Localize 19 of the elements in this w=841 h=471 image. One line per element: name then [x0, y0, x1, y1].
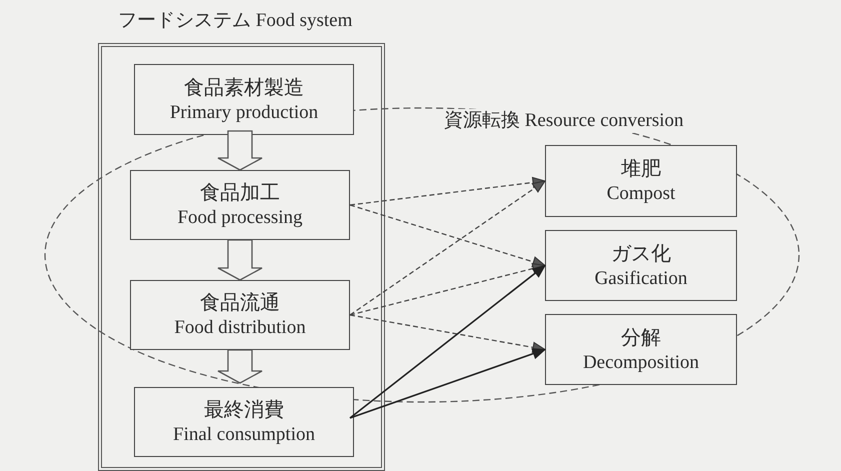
group-title: フードシステム Food system	[118, 9, 352, 33]
dashed-arrow	[350, 314, 546, 353]
dashed-arrow	[350, 180, 546, 316]
process-box: 最終消費 Final consumption	[134, 387, 354, 457]
dashed-arrow	[350, 177, 546, 206]
hollow-arrow	[217, 349, 263, 384]
process-box: 食品素材製造 Primary production	[134, 64, 354, 135]
process-box: 食品流通 Food distribution	[130, 280, 350, 350]
hollow-arrow	[217, 130, 263, 171]
process-box: 分解 Decomposition	[545, 314, 737, 385]
hollow-arrow	[217, 239, 263, 281]
process-box: 食品加工 Food processing	[130, 170, 350, 240]
process-box: 堆肥 Compost	[545, 145, 737, 217]
process-box: ガス化 Gasification	[545, 230, 737, 301]
arrow	[350, 264, 546, 419]
group-title: 資源転換 Resource conversion	[442, 109, 686, 133]
dashed-arrow	[350, 263, 546, 316]
arrow	[350, 348, 546, 419]
dashed-arrow	[350, 204, 546, 268]
